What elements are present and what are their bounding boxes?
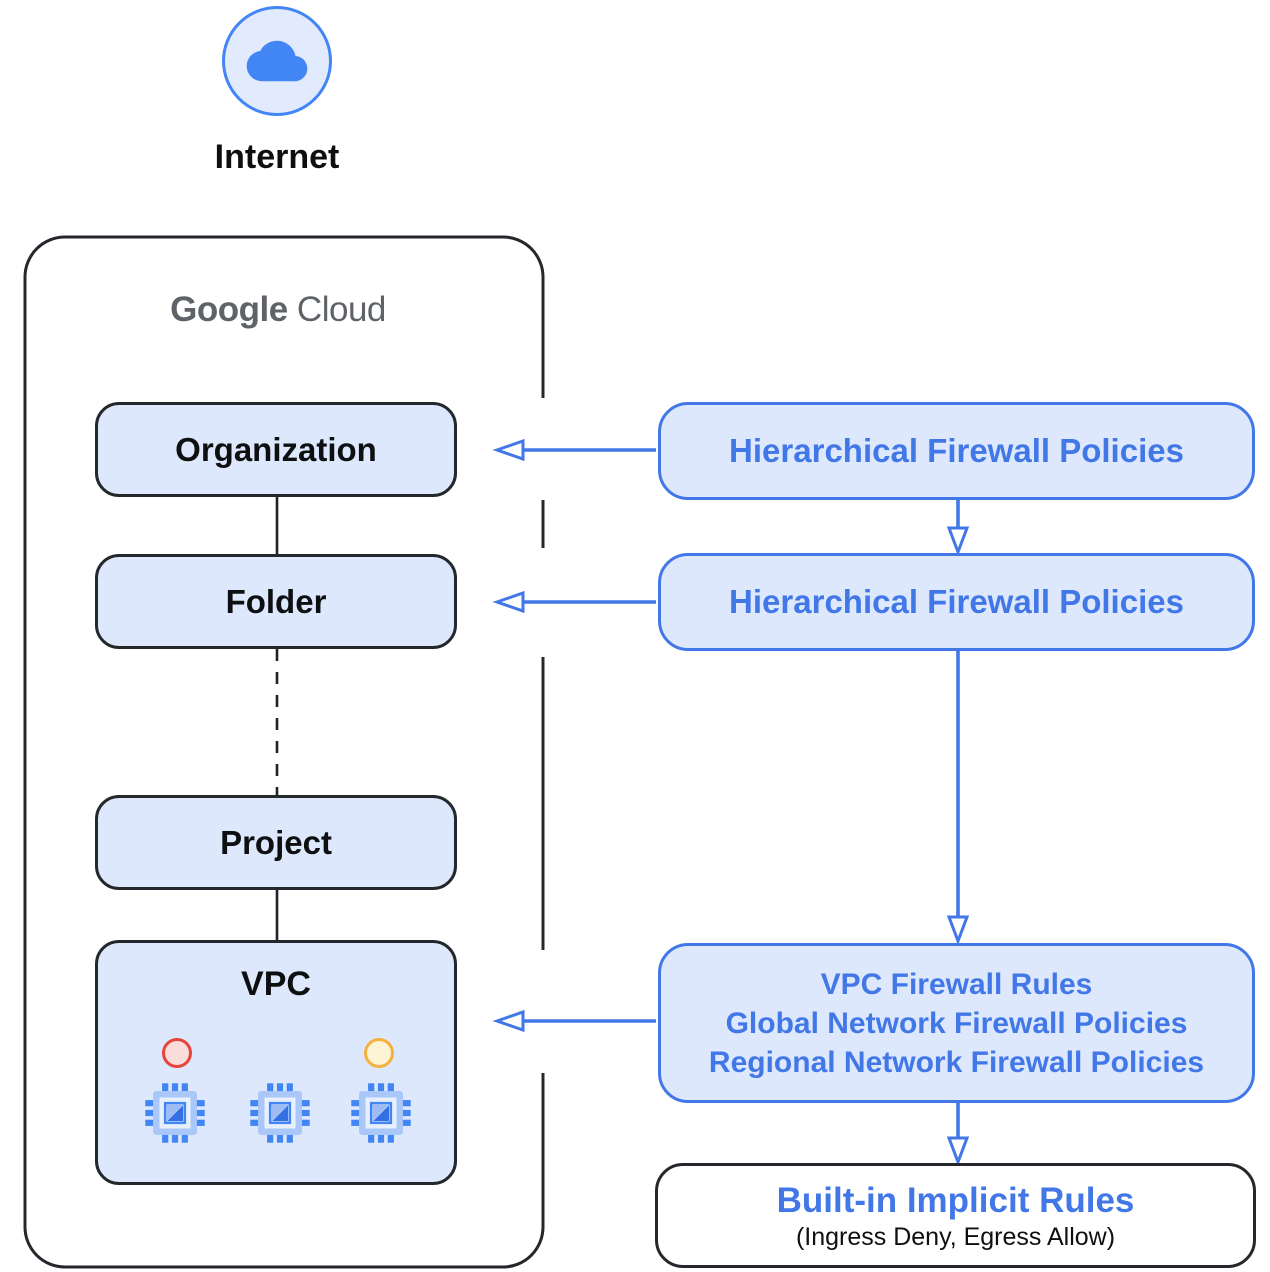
- arrow-hfp-folder-to-vpc-rules: [946, 651, 970, 946]
- vm-instance-icon: [351, 1083, 411, 1143]
- policy-label-line2: Global Network Firewall Policies: [725, 1006, 1188, 1040]
- implicit-rules-subtitle: (Ingress Deny, Egress Allow): [795, 1222, 1116, 1251]
- internet-icon: [222, 6, 332, 116]
- node-organization-label: Organization: [175, 430, 377, 468]
- arrow-vpc-rules-to-implicit: [946, 1103, 970, 1167]
- implicit-rules-title: Built-in Implicit Rules: [776, 1180, 1135, 1220]
- policy-box-vpc-rules: VPC Firewall Rules Global Network Firewa…: [658, 943, 1255, 1103]
- internet-label: Internet: [214, 138, 340, 176]
- red-rule-marker-icon: [162, 1038, 192, 1068]
- node-vpc-label: VPC: [241, 965, 311, 1003]
- policy-box-hierarchical-org: Hierarchical Firewall Policies: [658, 402, 1255, 500]
- node-project: Project: [95, 795, 457, 890]
- yellow-rule-marker-icon: [364, 1038, 394, 1068]
- logo-google: Google: [170, 290, 288, 329]
- vm-instance-icon: [145, 1083, 205, 1143]
- node-folder: Folder: [95, 554, 457, 649]
- vm-instance-icon: [250, 1083, 310, 1143]
- arrow-hfp-to-organization: [492, 438, 656, 462]
- policy-label-line1: VPC Firewall Rules: [820, 967, 1093, 1001]
- logo-cloud: Cloud: [296, 290, 386, 329]
- arrow-rules-to-vpc: [492, 1009, 656, 1033]
- policy-label: Hierarchical Firewall Policies: [729, 583, 1184, 620]
- arrow-hfp-to-folder: [492, 590, 656, 614]
- google-cloud-logo: Google Cloud: [128, 290, 428, 330]
- policy-label-line3: Regional Network Firewall Policies: [708, 1045, 1205, 1079]
- node-organization: Organization: [95, 402, 457, 497]
- node-project-label: Project: [220, 823, 332, 861]
- policy-label: Hierarchical Firewall Policies: [729, 432, 1184, 469]
- implicit-rules-box: Built-in Implicit Rules (Ingress Deny, E…: [655, 1163, 1256, 1268]
- node-vpc: VPC: [95, 940, 457, 1185]
- arrow-hfp-org-to-hfp-folder: [946, 500, 970, 557]
- cloud-icon: [246, 40, 308, 82]
- policy-box-hierarchical-folder: Hierarchical Firewall Policies: [658, 553, 1255, 651]
- node-folder-label: Folder: [225, 582, 327, 620]
